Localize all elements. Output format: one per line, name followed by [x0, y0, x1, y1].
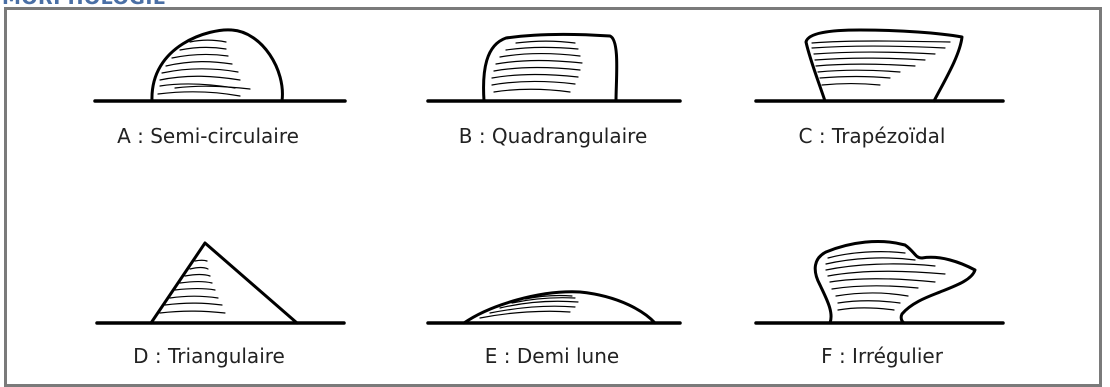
caption-trapezoidal: C : Trapézoïdal — [799, 124, 946, 148]
shape-quadrangle — [428, 34, 680, 101]
caption-quadrangulaire: B : Quadrangulaire — [459, 124, 648, 148]
shape-semi-circle — [95, 30, 345, 101]
shape-half-moon — [428, 292, 680, 323]
caption-triangulaire: D : Triangulaire — [133, 344, 285, 368]
caption-demi-lune: E : Demi lune — [485, 344, 619, 368]
morphology-diagram — [0, 0, 1110, 378]
caption-irregulier: F : Irrégulier — [821, 344, 943, 368]
shape-triangle — [97, 243, 344, 323]
shape-trapezoid — [756, 30, 1003, 101]
shape-irregular — [756, 241, 1003, 323]
caption-semi-circulaire: A : Semi-circulaire — [117, 124, 299, 148]
